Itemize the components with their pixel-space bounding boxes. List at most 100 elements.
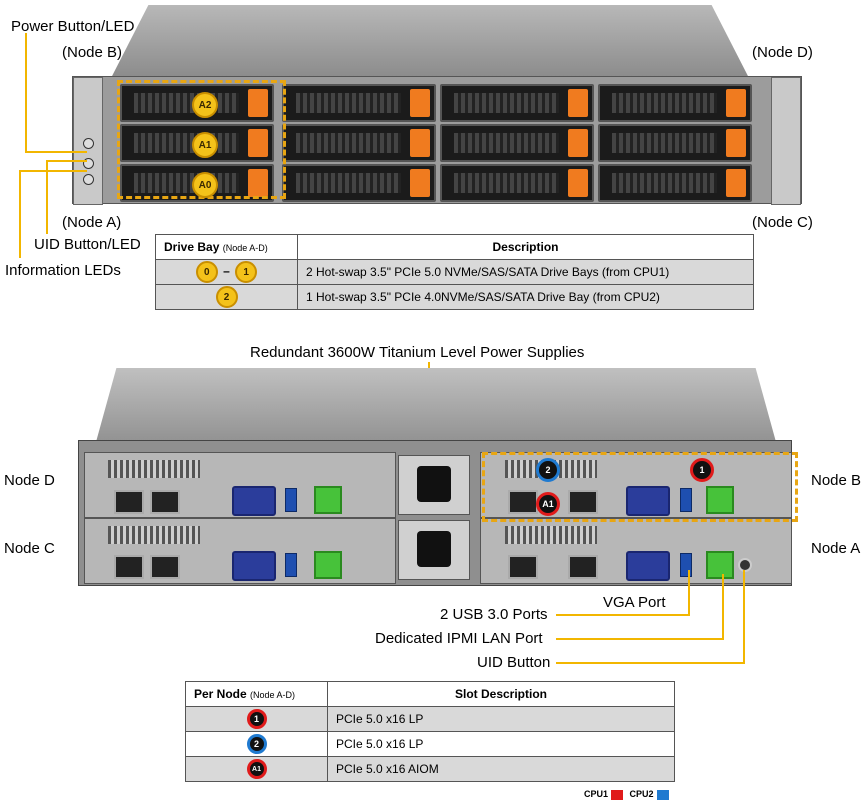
power-button-node-b[interactable] [83,138,94,149]
vga-port[interactable] [626,551,670,581]
node-c-rear-label: Node C [4,540,55,557]
drive-latch[interactable] [568,89,588,117]
drive-bay[interactable] [440,124,594,162]
slot-badge: 1 [246,709,267,729]
slot-description: PCIe 5.0 x16 LP [327,731,675,757]
right-control-ear [771,77,801,205]
node-b-front-label: (Node B) [62,44,123,61]
drive-bay[interactable] [598,124,752,162]
vent-grill [108,460,200,478]
drive-bay[interactable] [598,84,752,122]
lan-port[interactable] [508,555,538,579]
lan-port[interactable] [508,490,538,514]
drive-vent [612,93,717,113]
drive-latch[interactable] [410,89,430,117]
power-button-label: Power Button/LED [11,18,135,35]
callout-line [19,170,87,172]
drive-vent [612,133,717,153]
node-b-rear-label: Node B [811,472,862,489]
ipmi-lan-port[interactable] [706,486,734,514]
drive-bay[interactable] [440,164,594,202]
drive-latch[interactable] [568,169,588,197]
per-node-header-text: Per Node [194,687,247,701]
lan-port[interactable] [150,490,180,514]
callout-line [25,151,87,153]
callout-line [556,638,724,640]
ipmi-lan-label: Dedicated IPMI LAN Port [375,630,543,647]
vga-port[interactable] [232,486,276,516]
lan-port[interactable] [114,490,144,514]
callout-line [556,614,690,616]
node-d-front-label: (Node D) [752,44,813,61]
ipmi-lan-port[interactable] [314,551,342,579]
drive-bay[interactable] [282,164,436,202]
drive-bay[interactable] [598,164,752,202]
table-row: 1 PCIe 5.0 x16 LP [185,706,675,732]
description-header: Description [297,234,754,260]
usb-port[interactable] [285,488,297,512]
legend-cpu1-swatch [611,789,624,800]
drive-latch[interactable] [248,129,268,157]
bay-description: 1 Hot-swap 3.5" PCIe 4.0NVMe/SAS/SATA Dr… [297,284,754,310]
drive-badge-a2: A2 [192,92,218,118]
callout-line [19,170,21,258]
power-supply-1 [398,455,470,515]
drive-bay[interactable] [440,84,594,122]
slot-table: Per Node (Node A-D) Slot Description 1 P… [185,681,675,782]
uid-button-label: UID Button/LED [34,236,141,253]
usb-port[interactable] [680,488,692,512]
usb-port[interactable] [285,553,297,577]
drive-bay[interactable] [282,84,436,122]
rear-chassis-top [96,368,776,442]
table-row: A1 PCIe 5.0 x16 AIOM [185,756,675,782]
psu-label: Redundant 3600W Titanium Level Power Sup… [250,344,585,361]
vent-grill [108,526,200,544]
power-socket [417,531,451,567]
table-row: 0 – 1 2 Hot-swap 3.5" PCIe 5.0 NVMe/SAS/… [155,259,754,285]
lan-port[interactable] [568,490,598,514]
node-a-rear-label: Node A [811,540,861,557]
node-a-front-label: (Node A) [62,214,122,231]
cpu-legend: CPU1 CPU2 [584,789,673,800]
callout-line [722,574,724,640]
uid-button-rear[interactable] [738,558,752,572]
callout-line [25,33,27,153]
lan-port[interactable] [568,555,598,579]
slot-description: PCIe 5.0 x16 AIOM [327,756,675,782]
slot-badge: A1 [246,759,267,779]
drive-latch[interactable] [568,129,588,157]
drive-badge-a0: A0 [192,172,218,198]
legend-cpu2-label: CPU2 [629,789,654,799]
drive-bay-header: Drive Bay (Node A-D) [155,234,298,260]
drive-latch[interactable] [410,129,430,157]
callout-line [46,160,87,162]
drive-bay[interactable] [282,124,436,162]
legend-cpu1-label: CPU1 [584,789,609,799]
info-led [83,174,94,185]
drive-latch[interactable] [726,89,746,117]
bay-badges-cell: 0 – 1 [155,259,298,285]
bay-badge-0: 0 [195,261,218,283]
drive-latch[interactable] [248,169,268,197]
ipmi-lan-port[interactable] [706,551,734,579]
drive-vent [612,173,717,193]
lan-port[interactable] [150,555,180,579]
drive-vent [296,133,401,153]
vga-port[interactable] [232,551,276,581]
table-row: 2 1 Hot-swap 3.5" PCIe 4.0NVMe/SAS/SATA … [155,284,754,310]
drive-latch[interactable] [248,89,268,117]
uid-button-node-a[interactable] [83,158,94,169]
slot-badge-cell: 1 [185,706,328,732]
drive-bay-header-text: Drive Bay [164,240,220,254]
table-row: 2 PCIe 5.0 x16 LP [185,731,675,757]
lan-port[interactable] [114,555,144,579]
vent-grill [505,526,597,544]
vga-port[interactable] [626,486,670,516]
usb-port[interactable] [680,553,692,577]
drive-latch[interactable] [726,169,746,197]
drive-latch[interactable] [726,129,746,157]
ipmi-lan-port[interactable] [314,486,342,514]
slot-description-header: Slot Description [327,681,675,707]
slot-badge-cell: 2 [185,731,328,757]
drive-latch[interactable] [410,169,430,197]
